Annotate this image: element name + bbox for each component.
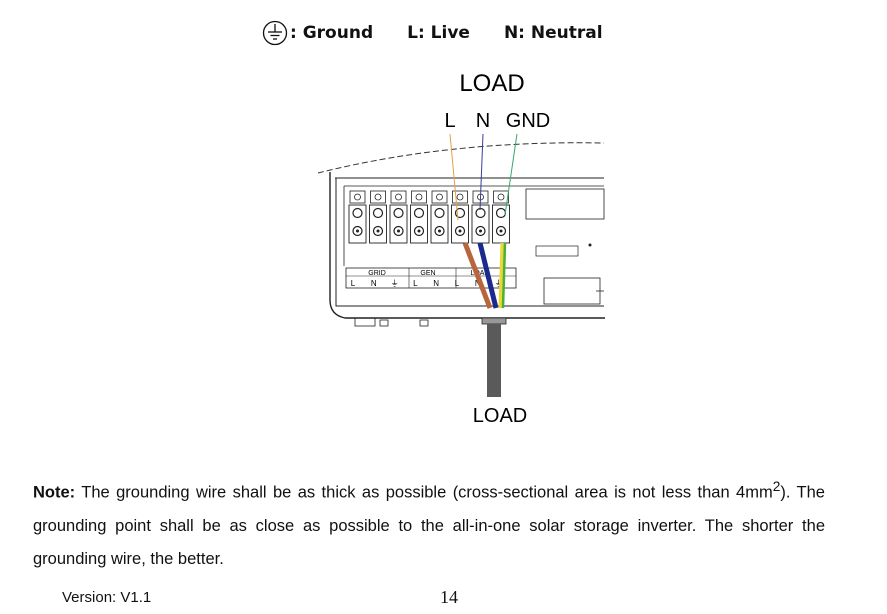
terminal-post: [348, 190, 367, 244]
note-label: Note:: [33, 483, 76, 502]
ground-wire-green: [501, 242, 507, 309]
legend-neutral: N: Neutral: [504, 23, 603, 43]
live-wire: [462, 242, 493, 309]
live-leader-line: [449, 133, 459, 221]
terminal-post: [430, 190, 449, 244]
terminal-post: [451, 190, 469, 244]
group-label-load: LOAD: [470, 270, 489, 277]
ground-wire-yellow: [498, 242, 506, 309]
housing-bottom-details: [354, 317, 507, 327]
terminal-post: [369, 190, 387, 244]
legend-ground-label: : Ground: [290, 23, 374, 43]
terminal-letter: N: [371, 279, 377, 288]
group-label-gen: GEN: [420, 270, 435, 277]
terminal-letter: L: [413, 279, 418, 288]
terminal-block: [348, 190, 510, 244]
note-text-part1: The grounding wire shall be as thick as …: [75, 483, 773, 502]
note-superscript: 2: [772, 479, 781, 494]
housing-inner-frame: [335, 178, 604, 307]
wire-label-l: L: [444, 110, 455, 132]
terminal-letter: N: [433, 279, 439, 288]
wire-label-gnd: GND: [506, 110, 550, 132]
wire-legend: : Ground L: Live N: Neutral: [262, 20, 637, 46]
terminal-post: [410, 190, 428, 244]
terminal-letter: ⏚: [391, 279, 399, 288]
ground-leader-line: [504, 133, 518, 216]
terminal-post: [389, 190, 408, 244]
legend-neutral-label: N: Neutral: [503, 23, 603, 43]
housing-outline: [329, 172, 605, 319]
document-version: Version: V1.1: [62, 589, 152, 606]
neutral-leader-line: [479, 133, 484, 211]
load-cable: [487, 324, 501, 397]
ground-symbol-icon: [262, 20, 288, 46]
terminal-letter: ⏚: [495, 279, 503, 288]
load-title-top: LOAD: [459, 70, 524, 97]
neutral-wire: [477, 242, 499, 309]
wire-label-n: N: [476, 110, 490, 132]
pcb-components: [525, 188, 605, 305]
group-label-grid: GRID: [368, 270, 386, 277]
grounding-note: Note: The grounding wire shall be as thi…: [33, 470, 825, 576]
note-text-part2: ). The grounding point shall be as close…: [33, 483, 825, 568]
terminal-letter: L: [455, 279, 460, 288]
load-title-bottom: LOAD: [473, 405, 527, 427]
housing-top-edge: [317, 142, 605, 174]
page-number: 14: [440, 587, 458, 607]
terminal-letter: L: [351, 279, 356, 288]
legend-live-label: L: Live: [407, 23, 470, 43]
legend-live: L: Live: [407, 23, 470, 43]
legend-ground: : Ground: [262, 20, 373, 46]
